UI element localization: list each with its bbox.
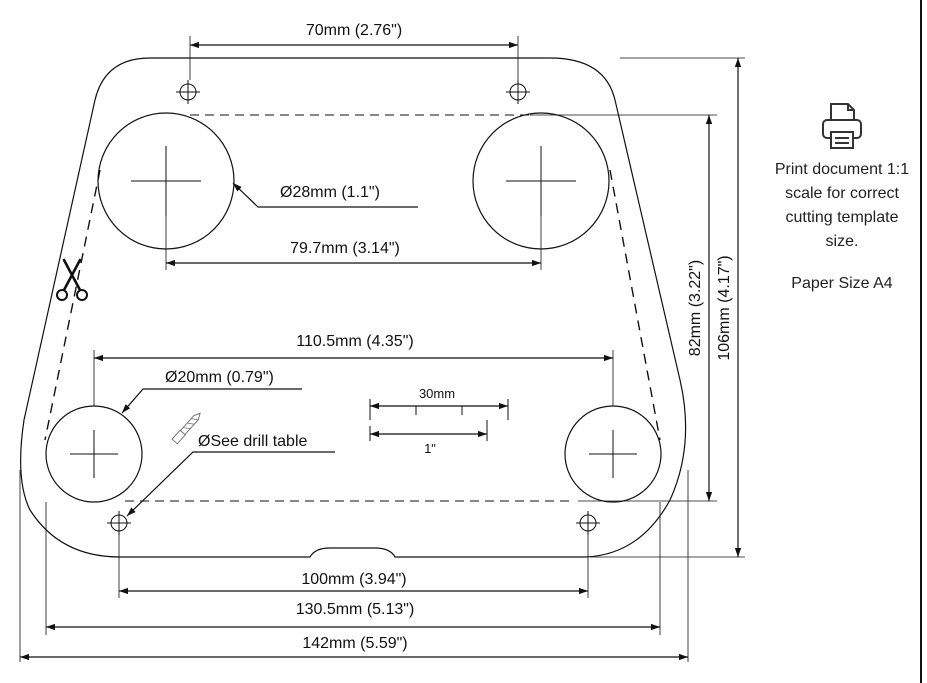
svg-text:Ø28mm (1.1"): Ø28mm (1.1") xyxy=(280,184,380,201)
svg-text:70mm (2.76"): 70mm (2.76") xyxy=(306,22,402,39)
scale-bar: 30mm 1" xyxy=(369,386,509,456)
dim-overall-height: 106mm (4.17") xyxy=(716,58,742,557)
dim-top-hole-spacing: 70mm (2.76") xyxy=(190,22,518,49)
svg-text:30mm: 30mm xyxy=(419,386,455,401)
svg-text:106mm (4.17"): 106mm (4.17") xyxy=(716,255,733,360)
dim-inner-height: 82mm (3.22") xyxy=(687,115,713,501)
svg-text:110.5mm (4.35"): 110.5mm (4.35") xyxy=(296,333,413,350)
leader-large-hole-diameter: Ø28mm (1.1") xyxy=(232,182,418,208)
drill-bit-icon xyxy=(171,412,201,445)
right-border-line xyxy=(920,0,922,683)
paper-size-note: Paper Size A4 xyxy=(791,275,893,292)
print-instructions: Print document 1:1 scale for correct cut… xyxy=(752,100,927,296)
printer-icon xyxy=(822,103,862,149)
cut-line xyxy=(44,169,661,441)
leader-drill-note: ØSee drill table xyxy=(126,433,335,517)
mount-hole-bottom-right xyxy=(576,511,600,535)
mount-hole-top-right xyxy=(506,80,530,104)
mount-hole-bottom-left xyxy=(107,511,131,535)
dim-cut-width: 130.5mm (5.13") xyxy=(46,601,660,631)
svg-text:ØSee drill table: ØSee drill table xyxy=(198,433,307,450)
svg-text:1": 1" xyxy=(424,441,436,456)
svg-text:Ø20mm (0.79"): Ø20mm (0.79") xyxy=(165,369,274,386)
plate-outline xyxy=(20,57,687,558)
dim-large-hole-spacing: 79.7mm (3.14") xyxy=(166,240,541,267)
svg-text:79.7mm (3.14"): 79.7mm (3.14") xyxy=(290,240,400,257)
mount-hole-top-left xyxy=(176,80,200,104)
dim-bottom-hole-spacing: 100mm (3.94") xyxy=(119,571,588,595)
print-scale-note: Print document 1:1 scale for correct cut… xyxy=(774,161,910,250)
svg-text:100mm (3.94"): 100mm (3.94") xyxy=(301,571,406,588)
leader-small-hole-diameter: Ø20mm (0.79") xyxy=(121,369,302,414)
scissors-icon xyxy=(56,258,88,301)
small-hole-right xyxy=(564,405,662,503)
svg-text:142mm (5.59"): 142mm (5.59") xyxy=(302,635,407,652)
dim-overall-width: 142mm (5.59") xyxy=(20,635,688,661)
svg-text:130.5mm (5.13"): 130.5mm (5.13") xyxy=(296,601,415,618)
svg-text:82mm (3.22"): 82mm (3.22") xyxy=(687,260,704,356)
small-hole-left xyxy=(45,405,143,503)
dim-mid-span: 110.5mm (4.35") xyxy=(94,333,613,362)
